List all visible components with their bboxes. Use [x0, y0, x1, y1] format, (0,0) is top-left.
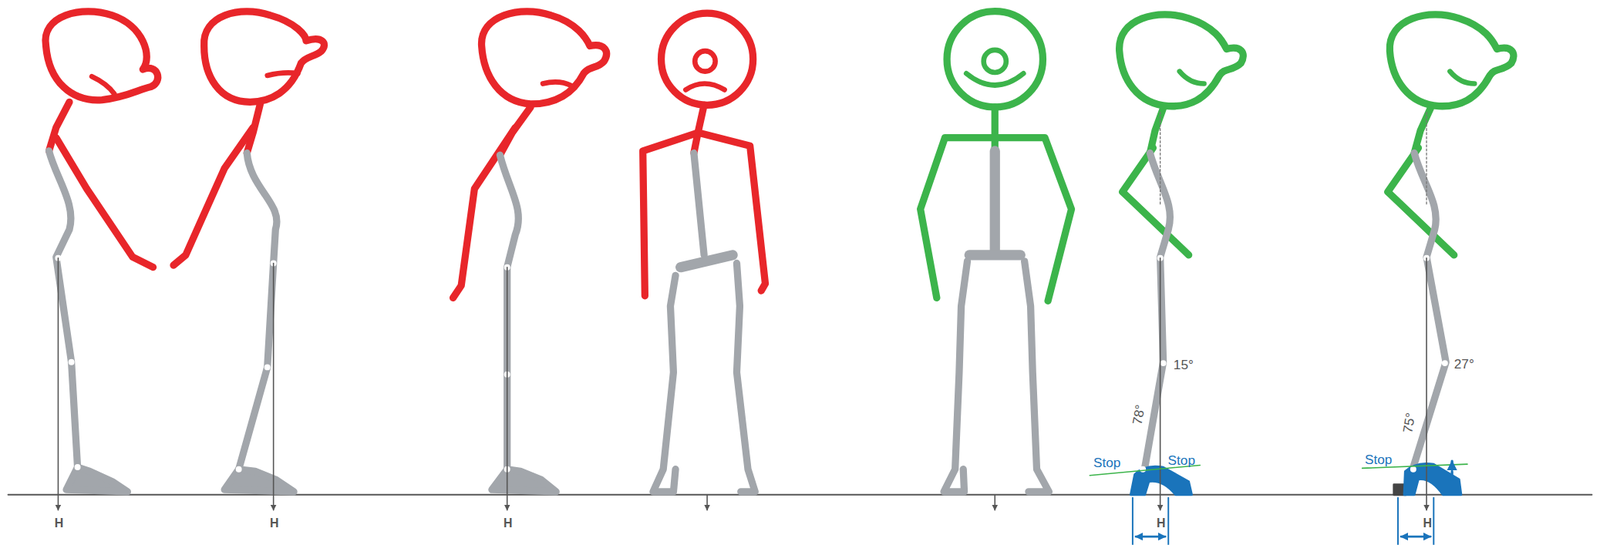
plumb-label: H: [1421, 517, 1433, 530]
stop-label: Stop: [1168, 453, 1196, 467]
plumb-label: H: [53, 517, 64, 530]
plumb-label: H: [1155, 517, 1167, 530]
plumb-label: H: [502, 517, 514, 530]
angle-label: 75°: [1401, 411, 1418, 435]
angle-label: 78°: [1130, 403, 1147, 426]
stop-label: Stop: [1364, 452, 1392, 466]
angle-label: 27°: [1454, 357, 1475, 371]
stop-label: Stop: [1093, 455, 1121, 469]
plumb-label: H: [269, 517, 280, 530]
angle-label: 15°: [1173, 357, 1194, 371]
